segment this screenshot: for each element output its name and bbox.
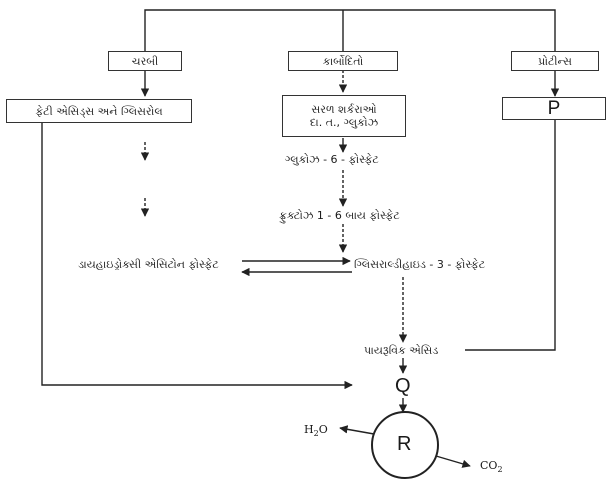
Q-label: Q [395,375,411,397]
fructose-bisphosphate-label: ફ્રુક્ટોઝ 1 - 6 બાય ફોસ્ફેટ [279,209,400,222]
glucose-6-phosphate-label: ગ્લુકોઝ - 6 - ફોસ્ફેટ [285,153,379,166]
P-label: P [547,98,561,119]
protein-box: પ્રોટીન્સ [511,51,599,71]
co2-label: CO2 [480,459,503,474]
fatty-acids-glycerol-box: ફેટી એસિડ્સ અને ગ્લિસરોલ [6,99,192,123]
fatty-acids-glycerol-label: ફેટી એસિડ્સ અને ગ્લિસરોલ [35,104,163,118]
glyceraldehyde-3-phosphate-label: ગ્લિસરાલ્ડીહાઇડ - 3 - ફોસ્ફેટ [354,258,486,271]
line-P-to-pyruvate [465,118,556,351]
h2o-label: H2O [304,423,328,438]
fat-label: ચરબી [131,54,159,68]
carbohydrate-label: કાર્બોદિતો [322,54,364,68]
R-circle [371,411,439,479]
pyruvic-acid-label: પાયરૂવિક એસિડ [364,344,439,357]
R-label: R [397,433,412,455]
simple-sugar-box: સરળ શર્કરાઓ દા. ત., ગ્લુકોઝ [282,95,406,137]
fat-box: ચરબી [108,51,182,71]
h2o-base: H [304,423,314,436]
protein-label: પ્રોટીન્સ [538,54,572,68]
line-fatty-to-Q [41,118,353,390]
P-box: P [502,97,606,120]
simple-sugar-line2: દા. ત., ગ્લુકોઝ [309,116,379,129]
h2o-tail: O [318,423,328,436]
arrow-R-to-co2 [435,455,471,468]
top-connector [144,9,556,52]
dihydroxyacetone-phosphate-label: ડાયહાઇડ્રોક્સી એસિટોન ફોસ્ફેટ [78,258,219,271]
co2-base: CO [480,459,498,472]
simple-sugar-line1: સરળ શર્કરાઓ [311,103,377,116]
h2o-sub: 2 [313,429,319,439]
carbohydrate-box: કાર્બોદિતો [288,51,398,71]
arrow-R-to-h2o [339,425,375,435]
co2-sub: 2 [497,465,503,475]
